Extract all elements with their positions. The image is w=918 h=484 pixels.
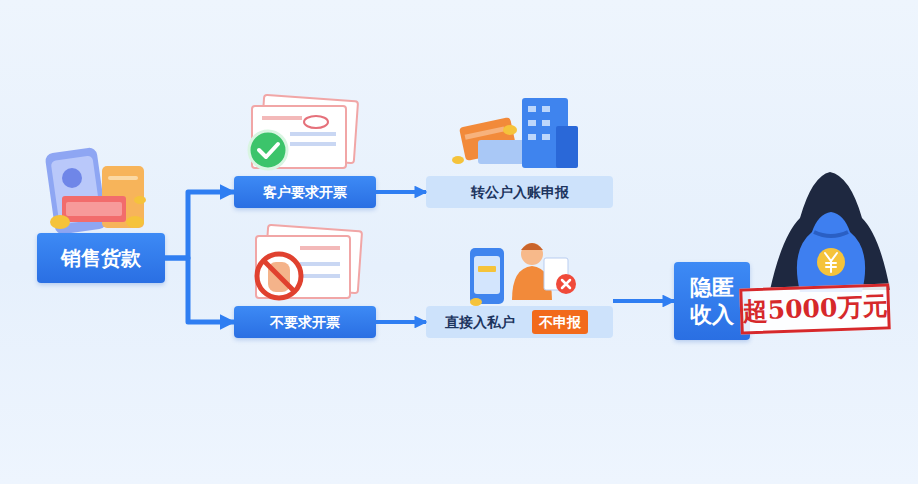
hidden-money-icon: [770, 172, 890, 292]
illustration-shape: [825, 253, 837, 272]
illustration-shape: [290, 142, 336, 146]
flow-arrow: [376, 320, 426, 324]
illustration-shape: [521, 243, 543, 250]
illustration-shape: [263, 260, 295, 292]
illustration-shape: [556, 126, 578, 168]
node-text: 直接入私户: [445, 314, 515, 331]
illustration-shape: [62, 168, 82, 188]
illustration-shape: [256, 236, 350, 298]
illustration-shape: [474, 256, 500, 294]
result-box: 直接入私户 不申报: [426, 306, 613, 338]
illustration-shape: [66, 202, 122, 216]
illustration-shape: [134, 196, 146, 204]
node-text: 隐匿收入: [686, 274, 738, 329]
illustration-shape: [259, 144, 278, 157]
illustration-shape: [262, 116, 302, 120]
illustration-shape: [62, 196, 126, 222]
outcome-box: 隐匿收入: [674, 262, 750, 340]
flow-arrow: [376, 190, 426, 194]
node-text: 不申报: [539, 314, 581, 331]
condition-box: 客户要求开票: [234, 176, 376, 208]
node-text: 转公户入账申报: [471, 184, 569, 201]
illustration-shape: [542, 134, 550, 140]
illustration-shape: [452, 156, 464, 164]
illustration-shape: [470, 248, 504, 304]
private-account-icon: [470, 243, 576, 306]
illustration-shape: [126, 216, 144, 228]
company-account-icon: [452, 98, 578, 168]
sales-icon: [45, 147, 146, 235]
illustration-shape: [528, 106, 536, 112]
illustration-shape: [50, 215, 70, 229]
illustration-shape: [465, 126, 505, 139]
illustration-shape: [521, 243, 543, 265]
illustration-shape: [470, 298, 482, 306]
illustration-shape: [542, 106, 550, 112]
node-text: 销售货款: [61, 246, 141, 270]
illustration-shape: [300, 274, 340, 278]
source-box: 销售货款: [37, 233, 165, 283]
condition-box: 不要求开票: [234, 306, 376, 338]
result-box: 转公户入账申报: [426, 176, 613, 208]
warning-tag: 不申报: [532, 310, 588, 334]
illustration-shape: [562, 280, 570, 288]
illustration-shape: [542, 120, 550, 126]
node-text: 不要求开票: [270, 314, 340, 331]
illustration-shape: [108, 176, 138, 180]
illustration-shape: [257, 254, 301, 298]
illustration-shape: [556, 274, 576, 294]
invoice-approved-icon: [249, 95, 358, 169]
flow-arrow: [165, 192, 234, 258]
illustration-shape: [478, 266, 496, 272]
illustration-shape: [797, 212, 865, 292]
amount-stamp: 超5000万元: [739, 283, 891, 334]
illustration-shape: [300, 246, 340, 250]
node-text: 客户要求开票: [263, 184, 347, 201]
illustration-shape: [528, 120, 536, 126]
illustration-shape: [817, 248, 845, 276]
illustration-shape: [528, 134, 536, 140]
node-text: 超5000万元: [742, 291, 888, 326]
illustration-shape: [503, 125, 517, 135]
illustration-shape: [290, 132, 336, 136]
invoice-refused-icon: [256, 225, 362, 298]
illustration-shape: [304, 116, 328, 128]
illustration-shape: [814, 232, 848, 236]
illustration-shape: [249, 131, 287, 169]
flow-arrow: [165, 258, 234, 322]
illustration-shape: [300, 262, 340, 266]
flow-arrow: [613, 299, 674, 303]
